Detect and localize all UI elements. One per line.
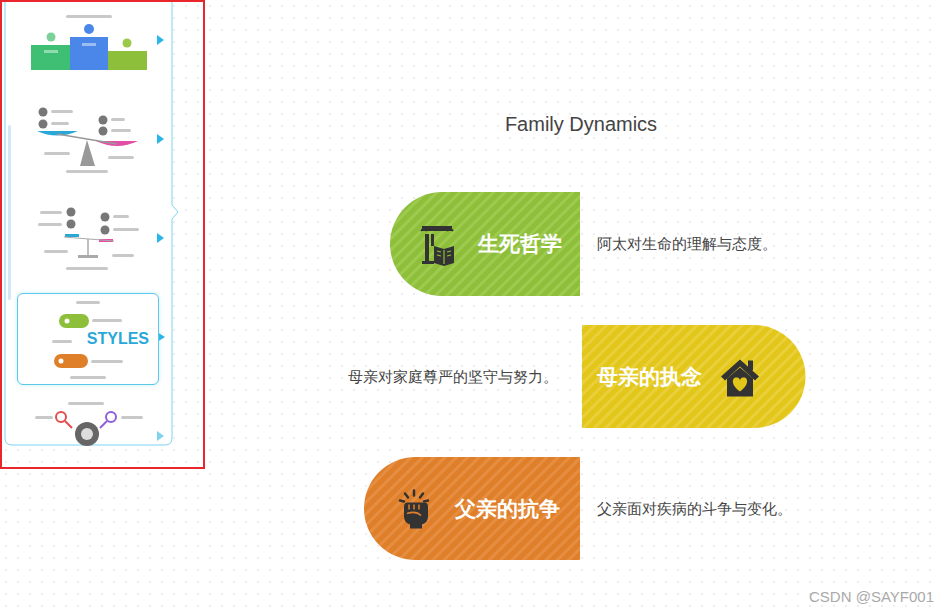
balance-thumbnail-part <box>51 122 69 125</box>
column-icon <box>421 226 454 266</box>
balance-thumbnail-part <box>44 250 68 253</box>
balance-thumbnail-part <box>111 129 131 132</box>
podium-thumbnail-part <box>47 33 56 42</box>
balance-thumbnail-part <box>64 237 114 241</box>
magnifier-thumbnail-part <box>75 422 99 446</box>
balance-thumbnail-part <box>111 118 125 121</box>
thumbnail-part <box>59 314 89 328</box>
highlight-frame <box>1 1 204 468</box>
magnifier-thumbnail-part <box>68 402 104 405</box>
balance-thumbnail-part <box>157 134 164 144</box>
balance-thumbnail <box>37 108 164 174</box>
thumbnail-part <box>54 354 88 368</box>
thumbnail-part <box>91 360 123 363</box>
podium-thumbnail-part <box>84 24 94 34</box>
balance-thumbnail-part <box>87 239 89 256</box>
podium-thumbnail <box>31 15 164 70</box>
balance-thumbnail-part <box>157 233 164 243</box>
diagram-title: Family Dynamics <box>505 112 657 136</box>
podium-thumbnail-part <box>157 35 164 45</box>
balance-thumbnail-part <box>67 220 76 229</box>
podium-thumbnail-part <box>108 51 147 70</box>
magnifier-thumbnail-part <box>121 416 143 419</box>
balance-thumbnail-part <box>51 110 73 113</box>
pill-description: 母亲对家庭尊严的坚守与努力。 <box>348 368 558 386</box>
house-icon <box>721 360 759 397</box>
pill-heading: 母亲的执念 <box>597 364 702 389</box>
pill-heading: 父亲的抗争 <box>455 496 560 521</box>
balance-thumbnail-part <box>44 152 70 155</box>
thumbnail-part <box>92 319 122 322</box>
theme-pill: 父亲的抗争父亲面对疾病的斗争与变化。 <box>364 457 580 560</box>
theme-pill: 母亲的执念母亲对家庭尊严的坚守与努力。 <box>582 325 806 428</box>
podium-thumbnail-part <box>44 50 58 53</box>
balance-thumbnail-part <box>78 255 98 258</box>
balance-thumbnail-part <box>38 223 62 226</box>
balance-thumbnail-part <box>39 120 48 129</box>
balance-thumbnail-part <box>66 267 108 270</box>
balance-thumbnail-part <box>108 156 134 159</box>
option-label: STYLES <box>84 329 152 348</box>
watermark: CSDN @SAYF001 <box>809 588 934 606</box>
balance-thumbnail-part <box>112 254 134 257</box>
pill-description: 父亲面对疾病的斗争与变化。 <box>597 500 792 518</box>
balance-thumbnail-part <box>101 226 110 235</box>
thumbnail-part <box>76 301 100 304</box>
thumbnail-part <box>52 340 72 343</box>
pill-fill <box>364 457 580 560</box>
podium-thumbnail-part <box>66 15 112 18</box>
style-panel <box>5 0 178 445</box>
balance-thumbnail-part <box>40 211 62 214</box>
magnifier-thumbnail-part <box>100 421 107 428</box>
balance-thumbnail-part <box>65 234 79 237</box>
pill-fill <box>582 325 806 428</box>
balance-thumbnail-part <box>80 140 95 166</box>
podium-thumbnail-part <box>123 39 132 48</box>
podium-thumbnail-part <box>82 43 96 46</box>
balance-thumbnail <box>38 208 164 271</box>
balance-thumbnail-part <box>101 213 110 222</box>
thumbnail-part <box>70 376 106 379</box>
magnifier-thumbnail-part <box>65 421 72 428</box>
style-option-box: STYLES <box>17 293 159 385</box>
podium-thumbnail-part <box>31 45 71 70</box>
balance-thumbnail-part <box>113 228 139 231</box>
fist-icon <box>400 491 428 529</box>
magnifier-thumbnail-part <box>81 428 93 440</box>
balance-thumbnail-part <box>113 215 129 218</box>
balance-thumbnail-part <box>67 208 76 217</box>
style-panel-part <box>5 0 178 445</box>
magnifier-thumbnail-part <box>35 416 53 419</box>
balance-thumbnail-part <box>39 108 48 117</box>
podium-thumbnail-part <box>70 37 108 70</box>
balance-thumbnail-part <box>99 127 108 136</box>
pill-fill <box>390 192 580 296</box>
magnifier-thumbnail <box>35 402 164 446</box>
balance-thumbnail-part <box>66 170 108 173</box>
pill-description: 阿太对生命的理解与态度。 <box>597 235 777 253</box>
magnifier-thumbnail-part <box>157 431 164 441</box>
thumbnail-part <box>59 359 64 364</box>
pill-heading: 生死哲学 <box>478 231 562 256</box>
magnifier-thumbnail-part <box>106 412 116 422</box>
thumbnail-part <box>65 319 70 324</box>
theme-pill: 生死哲学阿太对生命的理解与态度。 <box>390 192 580 296</box>
magnifier-thumbnail-part <box>56 412 66 422</box>
balance-thumbnail-part <box>99 116 108 125</box>
style-panel-part <box>8 125 11 300</box>
